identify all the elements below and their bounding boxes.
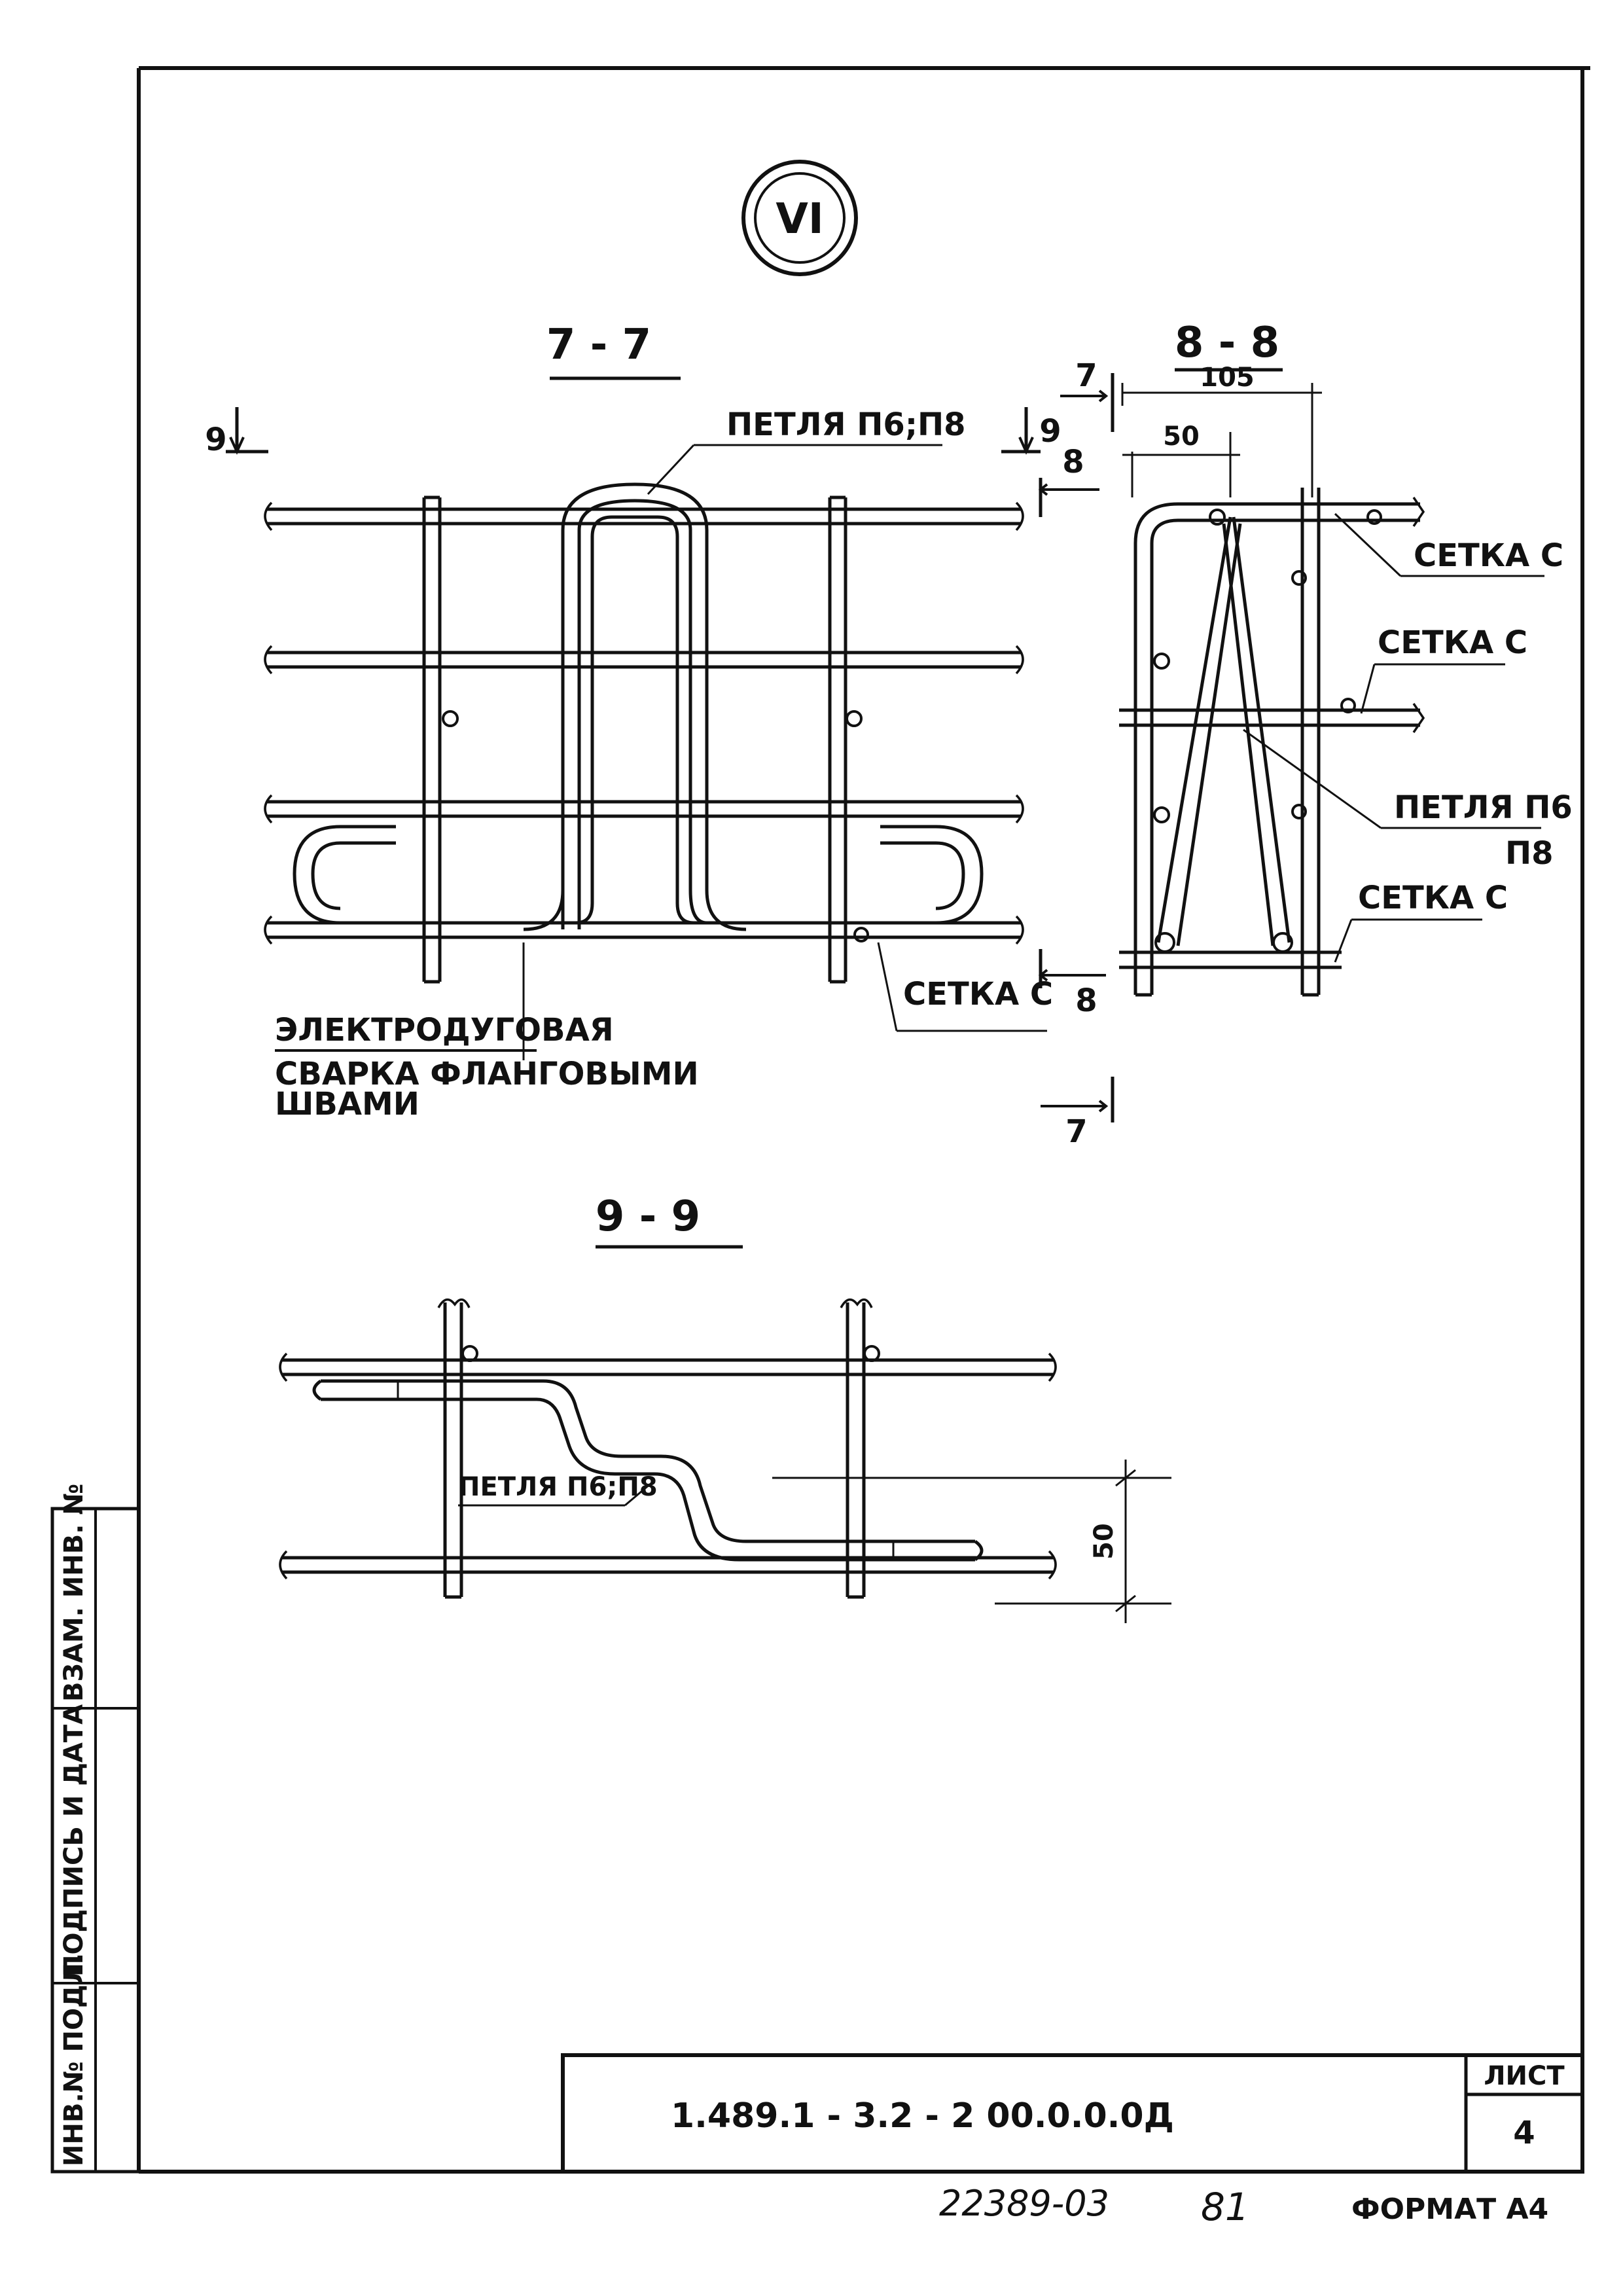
svg-text:СВАРКА ФЛАНГОВЫМИ: СВАРКА ФЛАНГОВЫМИ xyxy=(275,1056,699,1092)
end-hooks xyxy=(293,825,984,925)
sheet-number: 4 xyxy=(1513,2115,1535,2151)
dimension-50-9-9: 50 xyxy=(772,1460,1171,1623)
svg-text:7: 7 xyxy=(1065,1113,1087,1150)
vertical-rods xyxy=(422,495,869,984)
cut-marker-9-right: 9 xyxy=(1001,407,1061,455)
archive-number: 22389-03 xyxy=(939,2183,1109,2224)
section-9-9-title: 9 - 9 xyxy=(596,1193,700,1241)
cut-marker-7-bottom: 7 xyxy=(1041,1077,1115,1150)
format-label: ФОРМАТ А4 xyxy=(1351,2193,1548,2226)
section-7-7-title: 7 - 7 xyxy=(546,321,651,369)
mesh-label-8-8-3: СЕТКА С xyxy=(1358,880,1508,916)
cut-marker-9-left: 9 xyxy=(205,407,268,458)
side-stamp: ИНВ.№ ПОДЛ. ПОДПИСЬ И ДАТА ВЗАМ. ИНВ. № xyxy=(50,1484,141,2174)
section-9-9: 9 - 9 ПЕТЛЯ П6;П8 50 xyxy=(279,1193,1171,1623)
svg-text:9: 9 xyxy=(205,422,226,458)
cut-marker-8-top: 8 xyxy=(1038,444,1099,517)
stamp-inv-podl: ИНВ.№ ПОДЛ. xyxy=(59,1953,89,2166)
dim-50-vertical: 50 xyxy=(1089,1523,1119,1560)
footer: 22389-03 81 ФОРМАТ А4 xyxy=(939,2183,1548,2229)
handwritten-number: 81 xyxy=(1201,2185,1249,2229)
section-8-8: 8 - 8 7 7 105 50 xyxy=(1041,319,1573,1150)
dimensions-8-8: 105 50 xyxy=(1121,363,1322,497)
svg-text:9: 9 xyxy=(1039,413,1061,450)
svg-text:7: 7 xyxy=(1075,357,1097,394)
stamp-signature-date: ПОДПИСЬ И ДАТА xyxy=(59,1704,89,1977)
loop-label-8-8-p8: П8 xyxy=(1505,835,1554,872)
mesh-label-7-7: СЕТКА С xyxy=(903,976,1053,1013)
loop-label-8-8: ПЕТЛЯ П6 xyxy=(1394,789,1573,826)
section-7-7: 7 - 7 9 9 8 8 xyxy=(205,321,1106,1122)
mesh-label-8-8-2: СЕТКА С xyxy=(1378,624,1527,661)
stamp-vzam-inv: ВЗАМ. ИНВ. № xyxy=(59,1484,89,1702)
section-8-8-title: 8 - 8 xyxy=(1175,319,1279,367)
lifting-loop xyxy=(523,482,747,931)
sheet-label: ЛИСТ xyxy=(1484,2061,1565,2091)
view-marker: VI xyxy=(741,160,858,276)
cut-marker-7-top: 7 xyxy=(1060,357,1115,432)
horizontal-rods xyxy=(264,501,1024,945)
loop-label-7-7: ПЕТЛЯ П6;П8 xyxy=(726,406,966,443)
loop-label-9-9: ПЕТЛЯ П6;П8 xyxy=(458,1472,658,1502)
cage-8-8 xyxy=(1119,488,1425,997)
view-marker-label: VI xyxy=(776,195,823,243)
mesh-label-8-8-1: СЕТКА С xyxy=(1414,537,1563,574)
dim-105: 105 xyxy=(1200,363,1255,393)
svg-text:ЭЛЕКТРОДУГОВАЯ: ЭЛЕКТРОДУГОВАЯ xyxy=(275,1012,614,1049)
svg-text:8: 8 xyxy=(1062,444,1084,480)
dim-50: 50 xyxy=(1163,422,1200,452)
weld-note: ЭЛЕКТРОДУГОВАЯ СВАРКА ФЛАНГОВЫМИ ШВАМИ xyxy=(275,942,699,1122)
svg-text:ШВАМИ: ШВАМИ xyxy=(275,1086,419,1122)
title-block: 1.489.1 - 3.2 - 2 00.0.0.0Д ЛИСТ 4 xyxy=(561,2053,1584,2174)
cut-marker-8-bottom: 8 xyxy=(1038,949,1106,1019)
svg-text:8: 8 xyxy=(1075,982,1097,1019)
doc-code: 1.489.1 - 3.2 - 2 00.0.0.0Д xyxy=(671,2096,1174,2136)
